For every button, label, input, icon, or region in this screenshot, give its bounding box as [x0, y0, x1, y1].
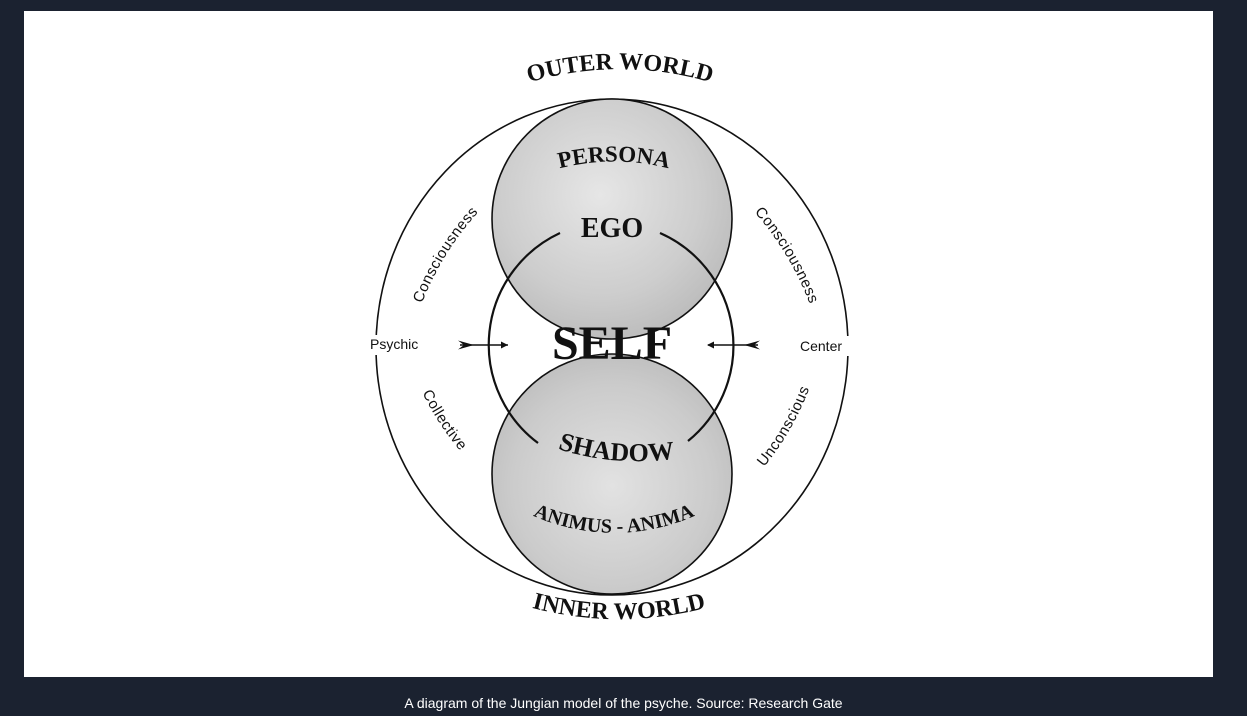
- psychic-label-backing: [366, 335, 428, 355]
- self-circle-left-arc: [487, 232, 561, 444]
- center-label-backing: [795, 336, 853, 356]
- image-caption: A diagram of the Jungian model of the ps…: [404, 695, 843, 711]
- outer-world-label: OUTER WORLD: [524, 49, 716, 88]
- center-label: Center: [800, 338, 842, 354]
- shadow-anima-circle: [491, 353, 733, 595]
- right-arrow-icon: [707, 340, 760, 350]
- left-arrow-icon: [458, 340, 508, 350]
- persona-ego-circle: [491, 98, 733, 340]
- self-circle-right-arc: [659, 231, 735, 442]
- psychic-label: Psychic: [370, 336, 418, 352]
- ego-label: EGO: [581, 213, 643, 244]
- diagram-image: OUTER WORLD INNER WORLD PERSONA EGO SELF…: [24, 11, 1213, 677]
- jungian-psyche-diagram: OUTER WORLD INNER WORLD PERSONA EGO SELF…: [366, 49, 853, 625]
- self-label: SELF: [552, 317, 672, 370]
